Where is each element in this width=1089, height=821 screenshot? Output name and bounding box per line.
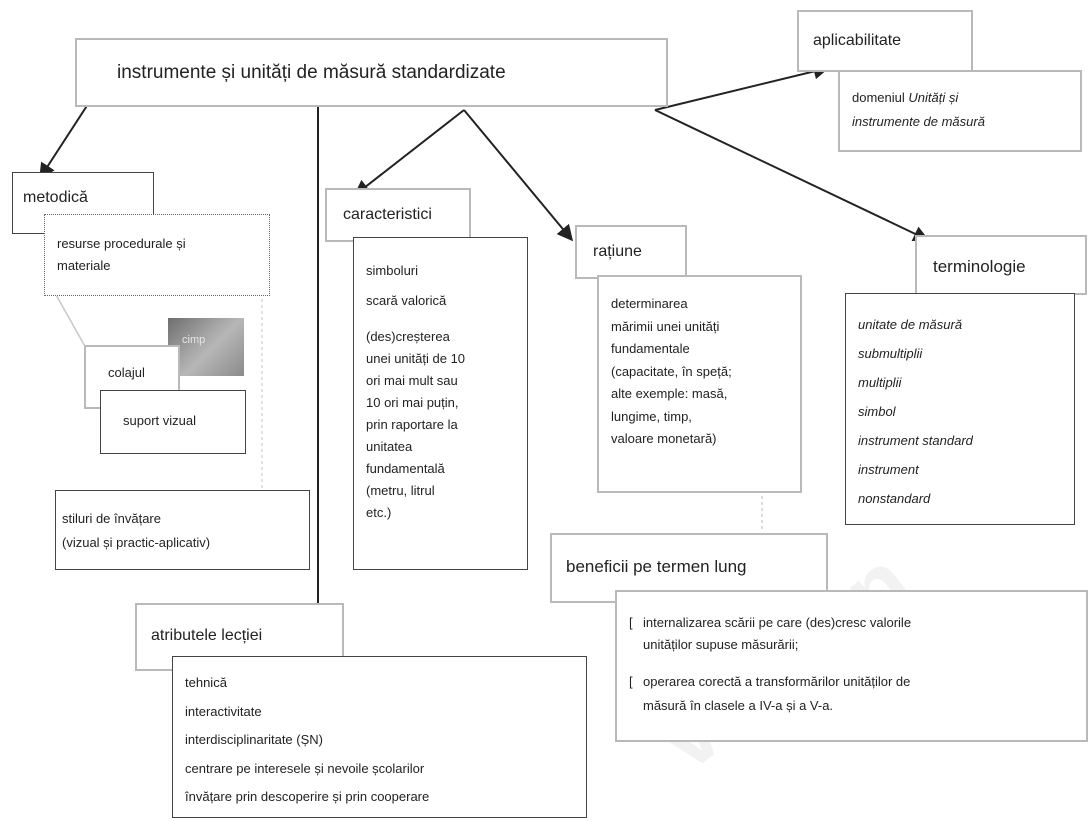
caracteristici-header-box: caracteristici: [325, 188, 471, 242]
ratiune-header: rațiune: [593, 243, 642, 260]
aplicabilitate-header-box: aplicabilitate: [797, 10, 973, 72]
suport-box: suport vizual: [100, 390, 246, 454]
beneficii-header: beneficii pe termen lung: [566, 557, 747, 576]
ratiune-header-box: rațiune: [575, 225, 687, 279]
main-title-box: instrumente și unități de măsură standar…: [75, 38, 668, 107]
arrow-to-terminologie: [654, 109, 930, 242]
terminologie-header-box: terminologie: [915, 235, 1087, 295]
metodica-header: metodică: [23, 189, 88, 206]
arrow-to-ratiune: [463, 109, 574, 242]
suport-label: suport vizual: [123, 413, 196, 428]
beneficii-bullet-2: [operarea corectă a transformărilor unit…: [629, 674, 911, 713]
stiluri-box: stiluri de învățare(vizual și practic-ap…: [55, 490, 310, 570]
stiluri-text: stiluri de învățare(vizual și practic-ap…: [62, 511, 211, 550]
atribute-header: atributele lecției: [151, 627, 263, 644]
aplicabilitate-line2: instrumente de măsură: [852, 114, 985, 129]
colajul-label: colajul: [108, 365, 145, 380]
beneficii-bullet-1: [internalizarea scării pe care (des)cres…: [629, 615, 912, 652]
caracteristici-header: caracteristici: [343, 206, 432, 223]
arrow-to-metodica: [39, 97, 93, 180]
aplicabilitate-content-box: domeniul Unități și instrumente de măsur…: [838, 70, 1082, 152]
main-title: instrumente și unități de măsură standar…: [117, 62, 506, 83]
terminologie-header: terminologie: [933, 257, 1026, 276]
collage-photo: cimp: [168, 318, 244, 376]
aplicabilitate-line1: domeniul Unități și: [852, 90, 959, 105]
arrow-to-aplicabilitate: [654, 63, 830, 111]
arrow-to-caracteristici: [353, 109, 465, 196]
aplicabilitate-header: aplicabilitate: [813, 32, 902, 49]
beneficii-content-box: [internalizarea scării pe care (des)cres…: [615, 590, 1088, 742]
